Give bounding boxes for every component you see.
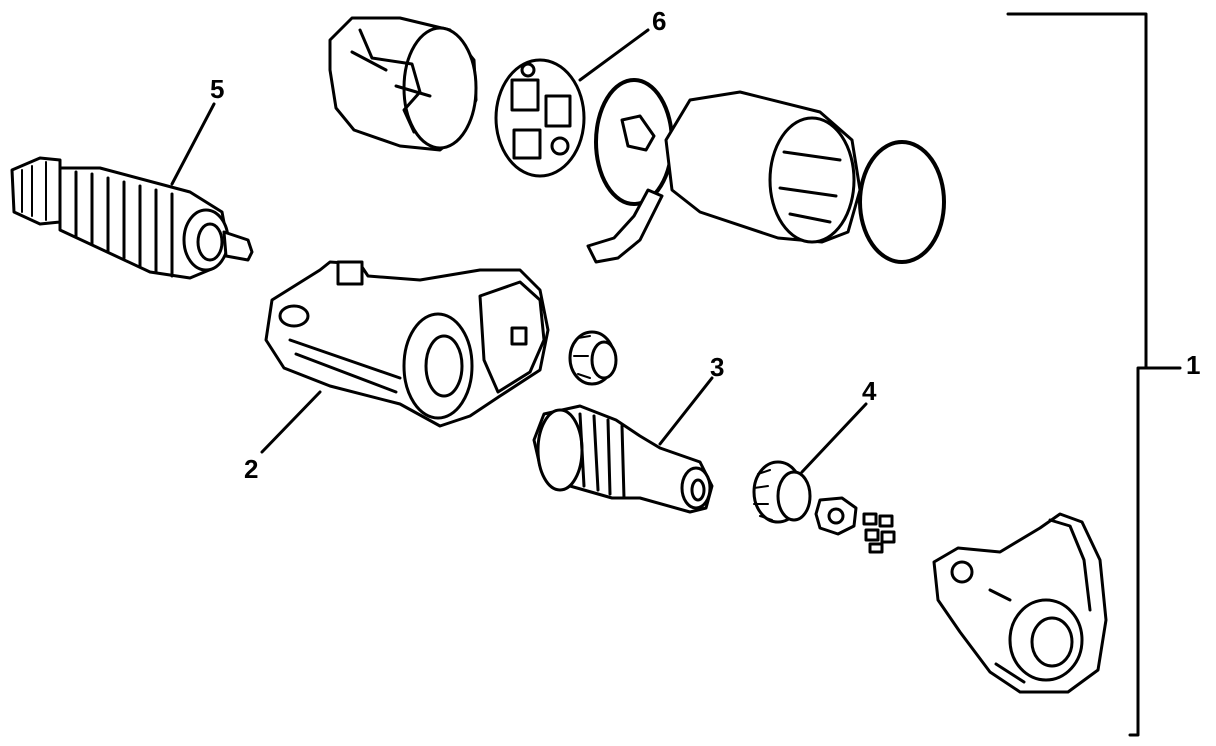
leader-6 [578, 28, 650, 82]
yoke-end-ring-part [858, 140, 946, 264]
leader-3 [658, 376, 714, 446]
armature-part [10, 156, 254, 280]
callout-3-label: 3 [710, 352, 724, 382]
callout-1-label: 1 [1186, 350, 1200, 380]
clutch-gear-part [752, 460, 812, 524]
callout-2-label: 2 [244, 454, 258, 484]
callout-5-label: 5 [210, 74, 224, 104]
nose-housing-part [932, 512, 1108, 694]
assembly-bracket [1006, 12, 1182, 737]
callout-6-label: 6 [652, 6, 666, 36]
retainer-part [814, 496, 858, 536]
leader-lines [170, 28, 868, 474]
leader-4 [800, 402, 868, 474]
brush-holder-part [494, 58, 586, 178]
callout-4-label: 4 [862, 376, 877, 406]
drive-pinion-part [532, 404, 714, 514]
leader-2 [260, 390, 322, 454]
drive-housing-part [264, 260, 550, 428]
yoke-part [586, 90, 862, 264]
hardware-pieces [862, 512, 896, 554]
leader-5 [170, 102, 216, 186]
end-frame-part [328, 16, 478, 152]
pinion-gear-part [568, 330, 618, 386]
